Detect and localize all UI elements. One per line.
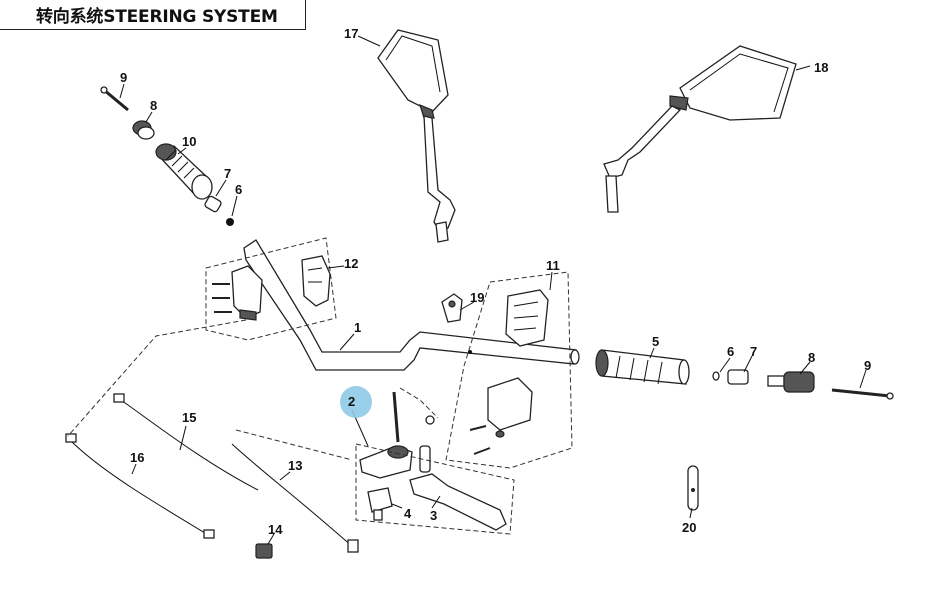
part-13-cable <box>231 443 359 553</box>
callout-16: 16 <box>130 450 144 465</box>
diagram-title: 转向系统STEERING SYSTEM <box>36 7 278 27</box>
callout-9-left: 9 <box>120 70 127 85</box>
callout-14: 14 <box>268 522 283 537</box>
part-7-right-collar <box>727 369 749 385</box>
callout-3: 3 <box>430 508 437 523</box>
part-8-left-bar-end <box>132 120 155 140</box>
part-12-left-switch <box>212 255 331 321</box>
part-6-right-ring <box>712 371 720 381</box>
callout-8-right: 8 <box>808 350 815 365</box>
part-4-brake-switch <box>367 487 393 521</box>
callout-7-left: 7 <box>224 166 231 181</box>
part-9-right-bolt <box>831 388 894 400</box>
callout-12: 12 <box>344 256 358 271</box>
part-17-left-mirror <box>377 29 456 243</box>
part-9-left-bolt <box>100 86 129 112</box>
part-5-right-grip <box>595 349 690 385</box>
callout-13: 13 <box>288 458 302 473</box>
callout-7-right: 7 <box>750 344 757 359</box>
part-19-clamp <box>441 293 463 323</box>
callout-6-left: 6 <box>235 182 242 197</box>
part-6-left-ring <box>226 218 234 226</box>
callout-6-right: 6 <box>727 344 734 359</box>
part-8-right-bar-end <box>767 371 815 393</box>
callouts: 17 18 9 8 10 7 6 12 1 11 19 5 6 7 8 9 2 … <box>120 26 871 537</box>
part-7-left-collar <box>204 195 222 213</box>
part-20-band <box>687 465 699 511</box>
group-boxes <box>67 237 573 535</box>
callout-1: 1 <box>354 320 361 335</box>
part-10-left-grip <box>155 143 213 200</box>
part-18-right-mirror <box>603 45 797 213</box>
callout-5: 5 <box>652 334 659 349</box>
callout-20: 20 <box>682 520 696 535</box>
part-11-right-switch <box>469 289 549 455</box>
callout-15: 15 <box>182 410 196 425</box>
callout-10: 10 <box>182 134 196 149</box>
callout-11: 11 <box>546 258 560 273</box>
callout-8-left: 8 <box>150 98 157 113</box>
part-16-cable <box>65 433 215 539</box>
title-box: 转向系统STEERING SYSTEM <box>0 0 306 30</box>
callout-18: 18 <box>814 60 828 75</box>
callout-17: 17 <box>344 26 358 41</box>
highlight-part-2 <box>340 386 372 418</box>
callout-2: 2 <box>348 394 355 409</box>
callout-4: 4 <box>404 506 412 521</box>
part-15-cable <box>113 393 259 491</box>
part-1-handlebar <box>243 239 580 371</box>
part-3-brake-lever <box>409 445 507 531</box>
callout-19: 19 <box>470 290 484 305</box>
part-14-clip <box>255 543 273 559</box>
callout-9-right: 9 <box>864 358 871 373</box>
